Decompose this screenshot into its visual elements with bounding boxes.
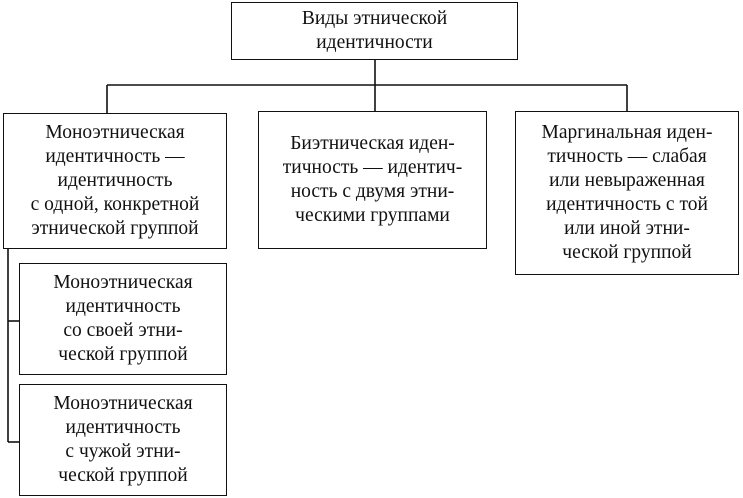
biethnic-node-line: ческими группами [295,205,450,226]
monoethnic-node-line: идентичность [57,170,173,191]
marginal-node-line: или иной этни- [564,218,690,239]
biethnic-node-line: ность с двумя этни- [290,181,455,202]
root-node: Виды этнической идентичности [231,2,518,60]
own-group-node-line: идентичность [65,296,181,317]
biethnic-node-line: тичность — идентич- [282,157,463,178]
own-group-node-line: Моноэтническая [53,272,193,293]
foreign-group-node-line: с чужой этни- [65,441,181,462]
marginal-node-line: ческой группой [562,242,692,263]
biethnic-identity-node: Биэтническая иден- тичность — идентич- н… [258,111,487,249]
own-group-subtype-node: Моноэтническая идентичность со своей этн… [19,263,227,375]
biethnic-node-line: Биэтническая иден- [290,133,455,154]
marginal-identity-node: Маргинальная иден- тичность — слабая или… [515,111,739,275]
foreign-group-node-line: Моноэтническая [53,393,193,414]
root-node-line: идентичности [316,32,433,53]
marginal-node-line: тичность — слабая [547,146,707,167]
monoethnic-node-line: Моноэтническая [45,122,185,143]
monoethnic-identity-node: Моноэтническая идентичность — идентичнос… [3,113,227,249]
monoethnic-node-line: идентичность — [45,146,185,167]
root-node-line: Виды этнической [301,8,448,29]
monoethnic-node-line: этнической группой [31,218,199,239]
foreign-group-subtype-node: Моноэтническая идентичность с чужой этни… [19,384,227,496]
foreign-group-node-line: идентичность [65,417,181,438]
own-group-node-line: со своей этни- [63,320,183,341]
marginal-node-line: или невыраженная [549,170,705,191]
marginal-node-line: Маргинальная иден- [541,122,713,143]
own-group-node-line: ческой группой [58,344,188,365]
monoethnic-node-line: с одной, конкретной [30,194,200,215]
marginal-node-line: идентичность с той [546,194,708,215]
foreign-group-node-line: ческой группой [58,465,188,486]
